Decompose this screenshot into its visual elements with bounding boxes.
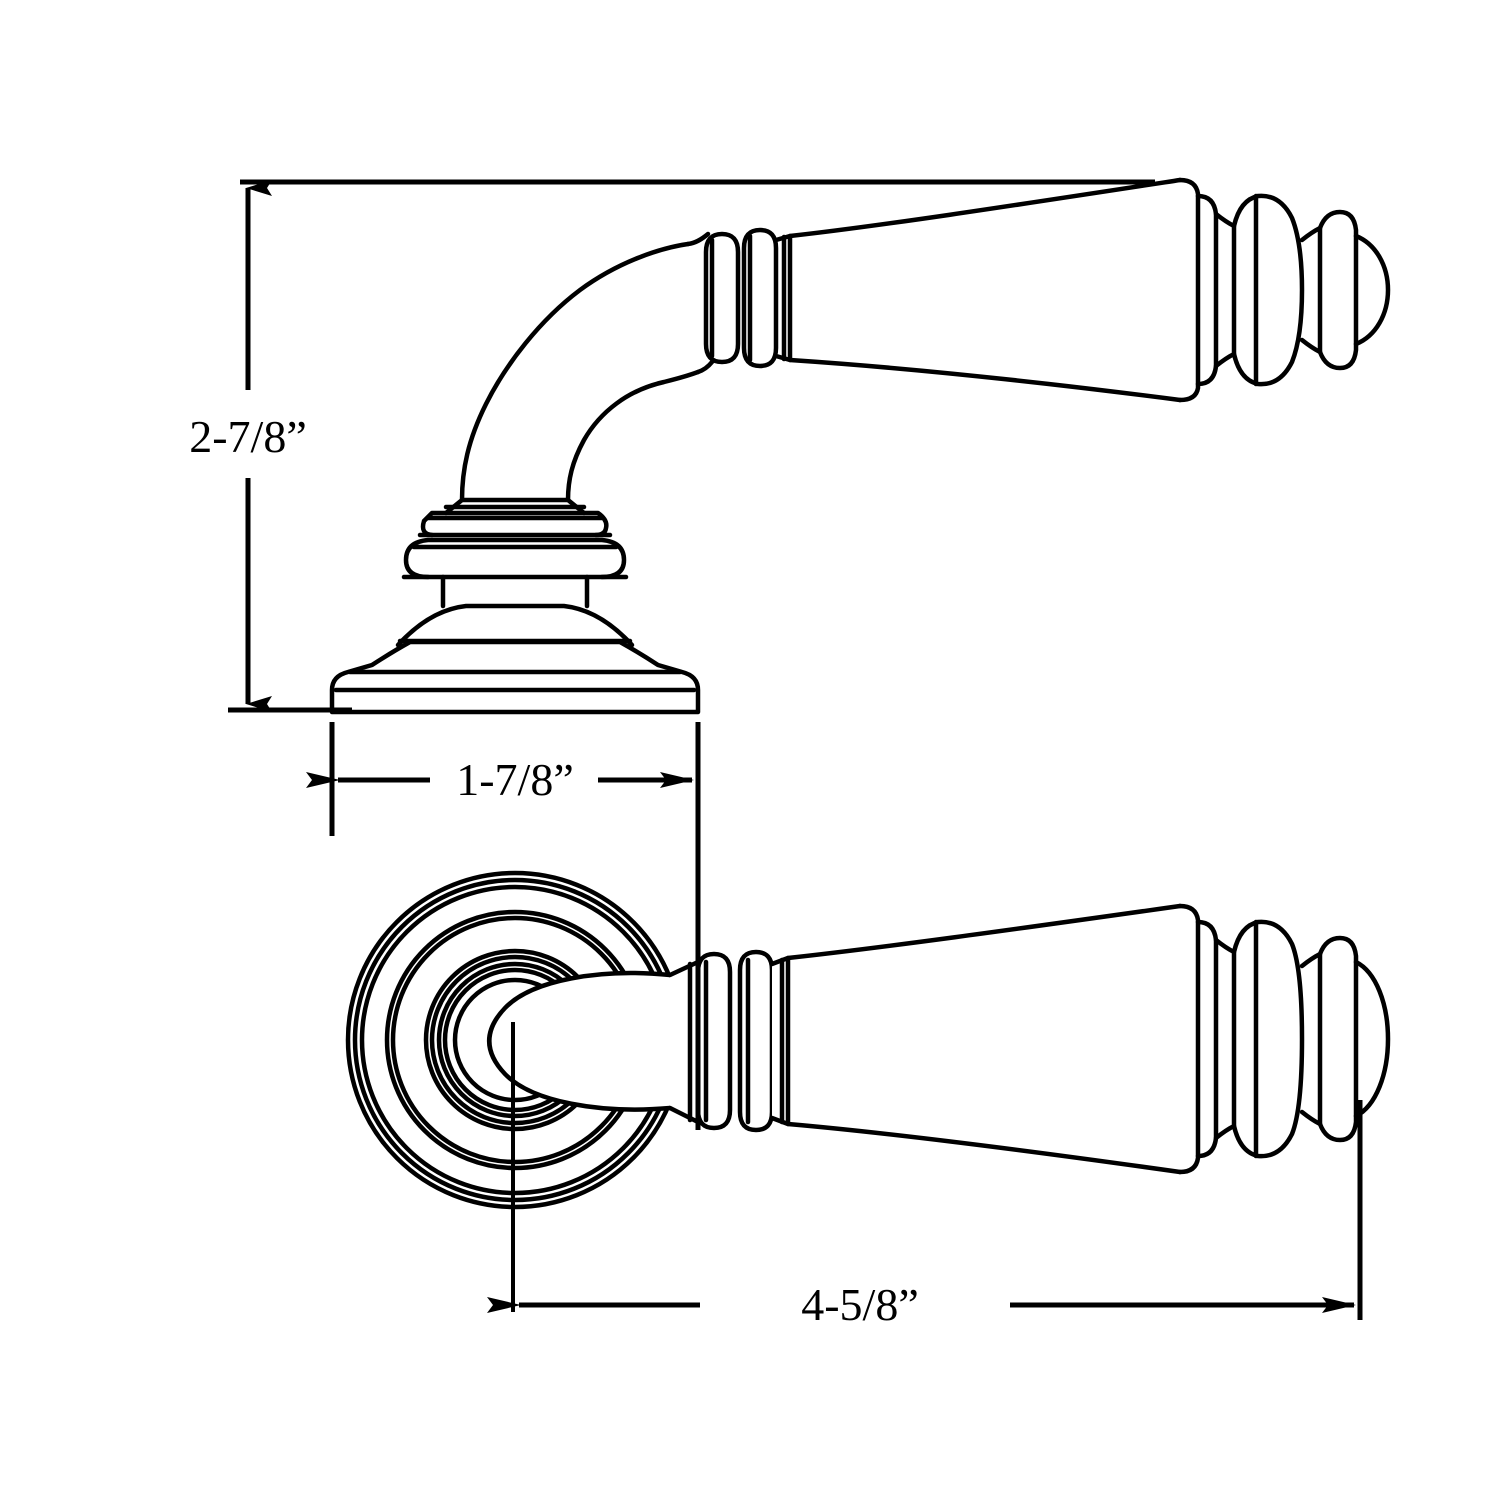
dimension-label-rosette-diameter: 1-7/8” [456, 754, 574, 805]
rosette-base-side-profile [329, 497, 701, 715]
dimension-projection-length: 4-5/8” [487, 1022, 1363, 1330]
dimension-annotations: 2-7/8” 1-7/8” 4-5/8” [189, 179, 1363, 1330]
lever-finial-top [1195, 193, 1391, 387]
lever-finial-bottom [1195, 919, 1391, 1159]
dimension-label-height: 2-7/8” [189, 411, 307, 462]
lever-collar-rings-bottom [667, 949, 791, 1133]
dimension-height: 2-7/8” [189, 179, 1155, 713]
dimension-rosette-diameter: 1-7/8” [306, 722, 701, 1130]
dimension-label-projection-length: 4-5/8” [801, 1279, 919, 1330]
lever-shank-front [487, 970, 673, 1112]
lever-shaft-bottom [785, 903, 1201, 1175]
lever-shaft-top [787, 177, 1201, 403]
lever-neck-curve [459, 231, 715, 503]
lever-collar-rings-top [703, 227, 793, 369]
side-elevation-view [329, 177, 1391, 715]
